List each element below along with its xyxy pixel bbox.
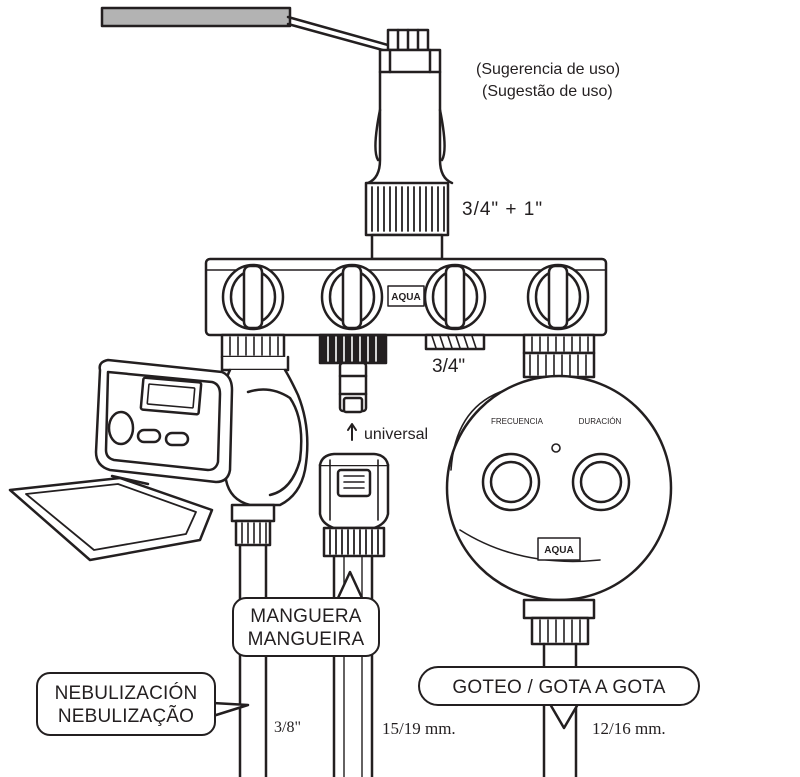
hose-callout-pointer — [336, 570, 364, 600]
mist-pipe-size: 3/8" — [274, 719, 301, 736]
universal-arrow-icon — [347, 423, 357, 441]
mist-callout-pointer — [211, 701, 250, 718]
valve-knob-1 — [221, 263, 285, 331]
drip-callout-text: GOTEO / GOTA A GOTA — [452, 677, 666, 698]
brand-logo-manifold: AQUA — [387, 285, 425, 307]
inlet-nut-ridges — [371, 186, 445, 232]
hose-coupling — [318, 452, 390, 777]
suggestion-pt-text: (Sugestão de uso) — [482, 83, 613, 100]
manifold: AQUA — [204, 257, 608, 365]
valve-knob-4 — [526, 263, 590, 331]
universal-connector — [338, 361, 368, 414]
mist-callout-es: NEBULIZACIÓN — [54, 683, 198, 704]
digital-timer — [8, 355, 309, 777]
svg-text:FRECUENCIA: FRECUENCIA — [491, 417, 544, 426]
valve-knob-2 — [320, 263, 384, 331]
valve-knob-3 — [423, 263, 487, 331]
mist-callout-pt: NEBULIZAÇÃO — [57, 706, 195, 727]
suggestion-es-text: (Sugerencia de uso) — [476, 61, 621, 78]
svg-text:DURACIÓN: DURACIÓN — [579, 417, 622, 426]
faucet — [100, 6, 454, 261]
hose-callout-pt: MANGUEIRA — [247, 629, 365, 650]
brand-logo-timer: AQUA — [537, 537, 581, 561]
drip-callout-pointer — [548, 702, 580, 730]
mist-callout: NEBULIZACIÓN NEBULIZAÇÃO — [36, 672, 216, 736]
hose-callout-es: MANGUERA — [250, 606, 362, 627]
faucet-lever — [100, 6, 292, 28]
outlet-size-label: 3/4" — [432, 356, 466, 377]
svg-text:AQUA: AQUA — [544, 545, 573, 556]
hose-pipe-size: 15/19 mm. — [382, 719, 456, 738]
drip-callout: GOTEO / GOTA A GOTA — [418, 666, 700, 706]
inlet-size-label: 3/4" + 1" — [462, 199, 544, 220]
svg-text:AQUA: AQUA — [391, 292, 420, 303]
universal-label: universal — [364, 426, 429, 443]
drip-pipe-size: 12/16 mm. — [592, 719, 666, 738]
hose-callout: MANGUERA MANGUEIRA — [232, 597, 380, 657]
